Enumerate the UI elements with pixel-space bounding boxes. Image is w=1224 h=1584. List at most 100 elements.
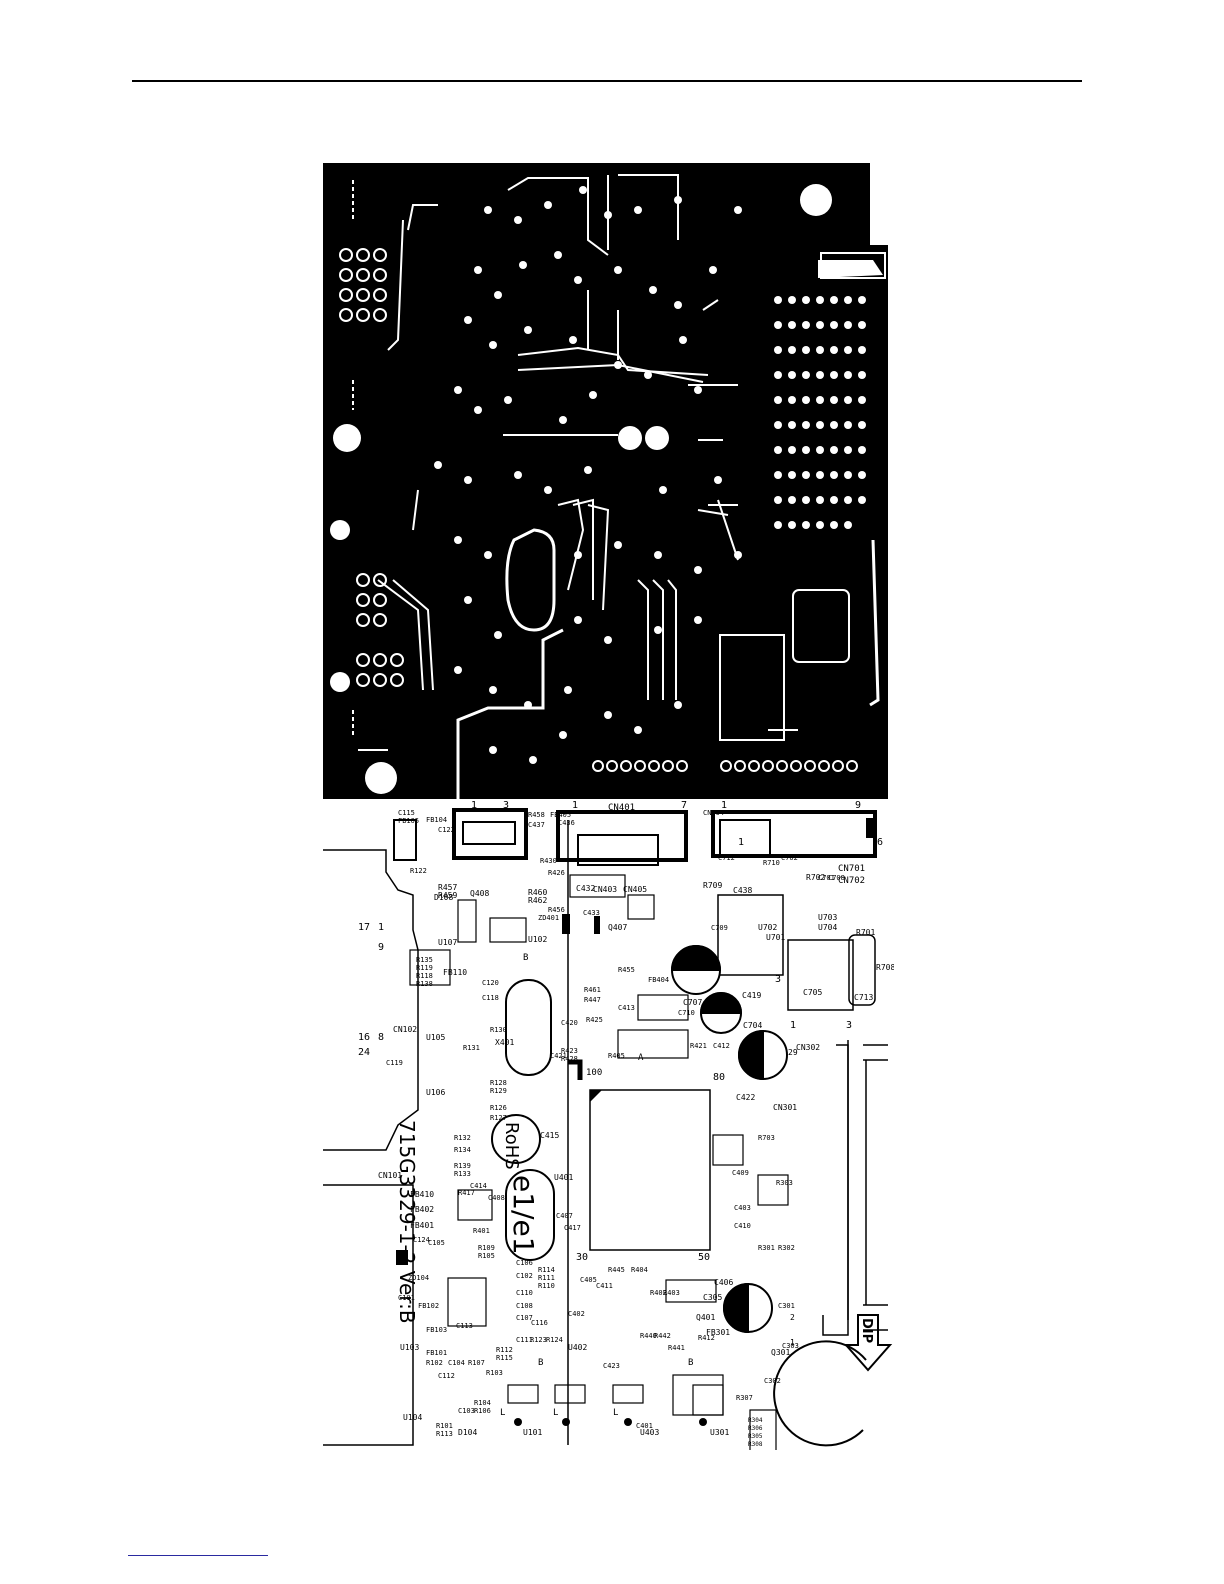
r412-label: R412 [698,1334,715,1342]
c124-label: C124 [413,1236,430,1244]
r306-label: R306 [748,1425,763,1432]
pin-1-cn102: 1 [378,922,384,933]
u104-label: U104 [403,1413,422,1422]
fb103-label: FB103 [426,1326,447,1334]
r401-label: R401 [473,1227,490,1235]
dip-mark: DIP [859,1318,874,1343]
c115-label: C115 [398,809,415,817]
silkscreen-layer-view: CN401 CN404 CN701 CN702 CN403 CN405 CN30… [323,800,894,1450]
r302-label: R302 [778,1244,795,1252]
c414-label: C414 [470,1182,487,1190]
pin-9-cn102: 9 [378,942,384,953]
q407-label: Q407 [608,923,627,932]
fb401-label: FB401 [410,1221,434,1230]
r303-label: R303 [776,1179,793,1187]
r135-label: R135 [416,956,433,964]
r113-label: R113 [436,1430,453,1438]
r421-label: R421 [690,1042,707,1050]
u701-label: U701 [766,933,785,942]
marker-l-u101: L [500,1408,505,1418]
c116-label: C116 [531,1319,548,1327]
pcb-layout-figure: CN401 CN404 CN701 CN702 CN403 CN405 CN30… [323,160,894,1450]
pin-1-cn701: 1 [738,837,744,848]
r459-label: R459 [438,891,457,900]
marker-b-q401: B [688,1358,693,1368]
c103-label: C103 [458,1407,475,1415]
pin-3-cn102top: 3 [503,800,509,811]
d108-label: D108 [434,893,453,902]
c420-label: C420 [561,1019,578,1027]
u107-label: U107 [438,938,457,947]
c305-label: C305 [703,1293,722,1302]
fb110-label: FB110 [443,968,467,977]
fb405-label: FB405 [550,811,571,819]
c111-label: C111 [516,1336,533,1344]
r107-label: R107 [468,1359,485,1367]
r456-label: R456 [548,906,565,914]
r131-label: R131 [463,1044,480,1052]
r430-label: R430 [540,857,557,865]
c303-label: C303 [782,1342,799,1350]
c702-label: C702 [781,854,798,862]
r703-label: R703 [758,1134,775,1142]
c423-label: C423 [603,1362,620,1370]
c302-label: C302 [764,1377,781,1385]
q301-label: Q301 [771,1348,790,1357]
r132-label: R132 [454,1134,471,1142]
fb402-label: FB402 [410,1205,434,1214]
u703-label: U703 [818,913,837,922]
pin-1-cn404: 1 [721,800,727,811]
u106-label: U106 [426,1088,445,1097]
c417-label: C417 [564,1224,581,1232]
r701-label: R701 [856,928,875,937]
r119-label: R119 [416,964,433,972]
pin-29-cn302: 29 [788,1048,798,1057]
pin-7-cn401: 7 [681,800,687,811]
q408-label: Q408 [470,889,489,898]
pin-80-u401: 80 [713,1072,725,1083]
r106-label: R106 [474,1407,491,1415]
pin-1-cn102top: 1 [471,800,477,811]
r122-label: R122 [410,867,427,875]
r460-label: R460 [528,888,547,897]
r123-label: R123 [530,1336,547,1344]
cn302-label: CN302 [796,1043,820,1052]
r110-label: R110 [538,1282,555,1290]
c704-label: C704 [743,1021,762,1030]
r103-label: R103 [486,1369,503,1377]
cn101-label: CN101 [378,1171,402,1180]
cn405-label: CN405 [623,885,647,894]
r445-label: R445 [608,1266,625,1274]
r440-label: R440 [640,1332,657,1340]
c108-label: C108 [516,1302,533,1310]
c119-label: C119 [386,1059,403,1067]
r304-label: R304 [748,1417,763,1424]
r423-label: R423 [561,1047,578,1055]
c301-label: C301 [778,1302,795,1310]
u102-label: U102 [528,935,547,944]
r442-label: R442 [654,1332,671,1340]
r441-label: R441 [668,1344,685,1352]
pin-1-u703: 1 [790,1020,796,1031]
footer-link-rule [128,1555,268,1556]
header-rule [132,80,1082,82]
r301-label: R301 [758,1244,775,1252]
pin-3-u702: 3 [775,974,781,985]
r708-label: R708 [876,963,894,972]
zd401-label: ZD401 [538,914,559,922]
c102-label: C102 [516,1272,533,1280]
u105-label: U105 [426,1033,445,1042]
cn701-label: CN701 [838,864,865,874]
q401-label: Q401 [696,1313,715,1322]
u401-label: U401 [554,1173,573,1182]
cn102-label: CN102 [393,1025,417,1034]
u402-label: U402 [568,1343,587,1352]
r709-label: R709 [703,881,722,890]
cn301-label: CN301 [773,1103,797,1112]
x401-label: X401 [495,1038,514,1047]
r428-label: R428 [561,1055,578,1063]
r403-label: R403 [663,1289,680,1297]
r405-label: R405 [608,1052,625,1060]
c433-label: C433 [583,909,600,917]
c104-label: C104 [448,1359,465,1367]
